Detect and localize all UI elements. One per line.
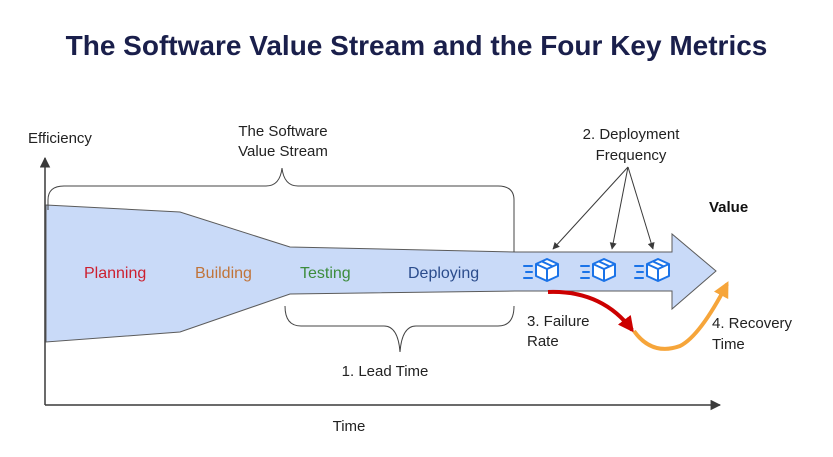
stage-planning: Planning [84,265,146,282]
value-stream-label-line2: Value Stream [238,143,328,160]
recovery-time-label-line1: 4. Recovery [712,315,793,332]
lead-time-label: 1. Lead Time [342,363,429,380]
deployment-frequency-label-line2: Frequency [596,147,667,164]
deployment-frequency-label-line1: 2. Deployment [583,126,681,143]
deployment-arrow-1 [552,166,629,250]
lead-time-brace [284,305,515,353]
diagram-title: The Software Value Stream and the Four K… [65,30,768,61]
recovery-time-label-line2: Time [712,336,745,353]
value-label: Value [709,199,748,216]
stage-testing: Testing [300,265,351,282]
failure-rate-label-line2: Rate [527,333,559,350]
recovery-time-arrow [632,281,729,351]
failure-rate-label-line1: 3. Failure [527,313,590,330]
failure-rate-arrow [547,289,634,333]
stage-building: Building [195,265,252,282]
stage-deploying: Deploying [408,265,479,282]
value-stream-brace [47,167,515,252]
value-stream-funnel [45,204,717,343]
deployment-arrow-3 [627,166,655,250]
value-stream-label-line1: The Software [238,123,327,140]
deployment-arrow-2 [609,166,629,250]
y-axis-label: Efficiency [28,130,92,147]
x-axis-label: Time [333,418,366,435]
